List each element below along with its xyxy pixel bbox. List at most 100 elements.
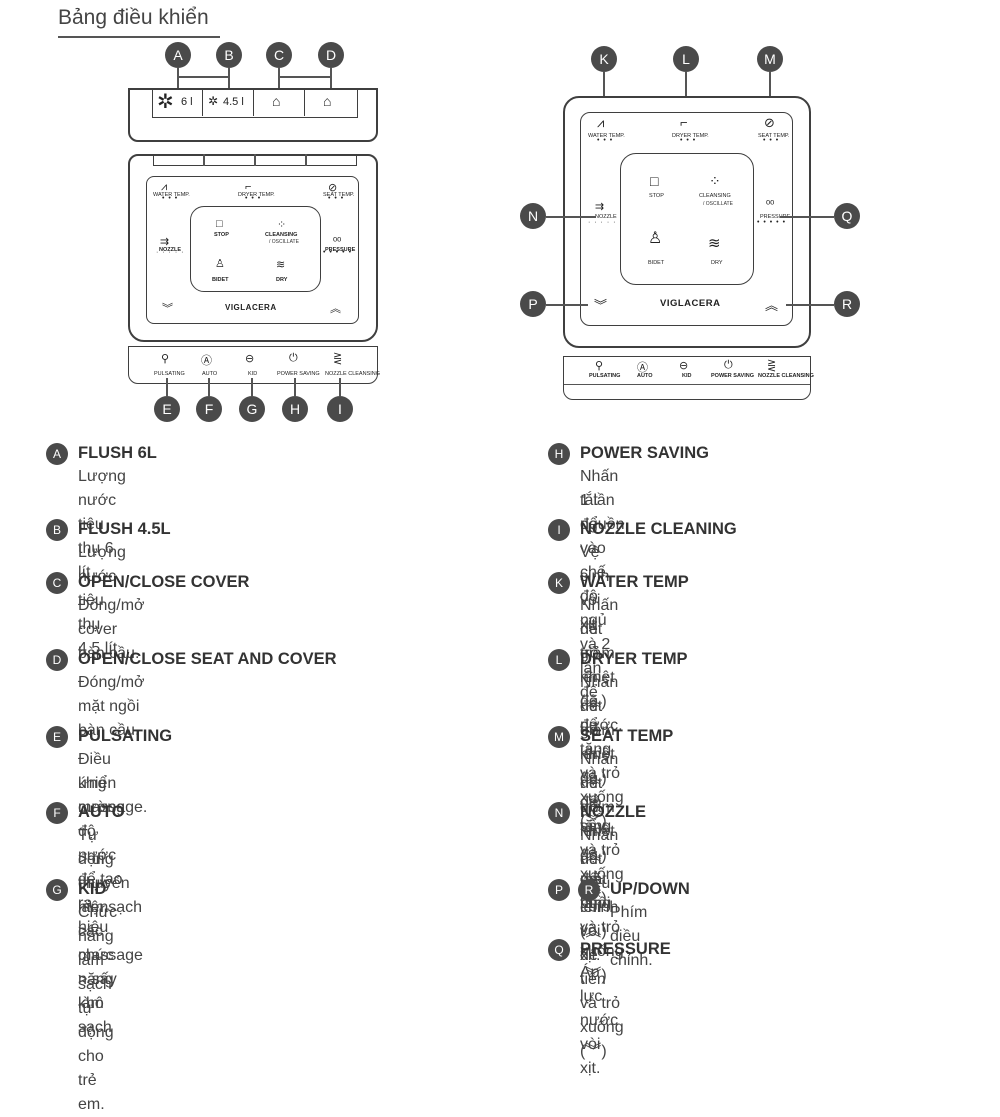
nozzle-dots: · · · · ·: [156, 249, 185, 256]
legend-badge-l: L: [548, 649, 570, 671]
auto-icon[interactable]: Ⓐ: [201, 355, 212, 367]
open-close-seat-cover-button[interactable]: ⌂: [305, 88, 357, 116]
callout-m: M: [757, 46, 783, 72]
cleansing-icon[interactable]: ⁘: [709, 173, 721, 189]
pulsating-icon[interactable]: ⚲: [161, 353, 170, 365]
kid-label: KID: [248, 371, 258, 377]
water-temp-label: WATER TEMP.: [588, 133, 625, 139]
legend-description: Lượng nước tiêu thụ 4.5 lít: [78, 544, 126, 657]
flush-6l-button[interactable]: ✲ 6 l: [153, 88, 203, 116]
nozzle-label: NOZZLE: [159, 247, 181, 253]
leader-b: [228, 68, 230, 90]
dry-icon[interactable]: ≋: [276, 259, 286, 271]
leader-d: [330, 68, 332, 90]
nozzle-cleansing-label: NOZZLE CLEANSING: [325, 371, 381, 377]
bidet-icon[interactable]: ♙: [215, 258, 225, 270]
up-chevron-icon[interactable]: ︽: [765, 298, 779, 313]
dryer-temp-icon: ⌐: [680, 115, 688, 130]
callout-n: N: [520, 203, 546, 229]
stop-label: STOP: [649, 193, 664, 199]
legend-badge-i: I: [548, 519, 570, 541]
auto-icon[interactable]: Ⓐ: [637, 362, 648, 374]
seat-temp-dots: • • •: [763, 137, 780, 144]
legend-description: Chức năng làm sạch tự động cho trẻ em.: [78, 904, 118, 1113]
pressure-label: PRESSURE: [325, 247, 356, 253]
legend-description: Đóng/mở cover bàn cầu.: [78, 597, 145, 662]
nozzle-cleansing-icon[interactable]: ⋛: [767, 360, 777, 372]
power-saving-icon[interactable]: ⏻: [724, 359, 733, 371]
nozzle-cleansing-label: NOZZLE CLEANSING: [758, 373, 814, 379]
kid-icon[interactable]: ⊖: [679, 360, 689, 372]
dryer-temp-icon: ⌐: [245, 181, 252, 193]
right-bottom-bar-divider: [564, 384, 810, 385]
leader-e: [166, 378, 168, 396]
callout-k: K: [591, 46, 617, 72]
legend-description: Đóng/mở mặt ngồi bàn cầu.: [78, 674, 145, 739]
pressure-dots: • • • • •: [323, 249, 353, 256]
kid-icon[interactable]: ⊖: [245, 353, 255, 365]
legend-description: Phím điều chỉnh.: [610, 904, 653, 969]
leader-m: [769, 72, 771, 114]
open-close-cover-button[interactable]: ⌂: [254, 88, 305, 116]
power-saving-icon[interactable]: ⏻: [289, 352, 298, 364]
down-chevron-icon[interactable]: ︾: [594, 298, 608, 313]
callout-e: E: [154, 396, 180, 422]
leader-k: [603, 72, 605, 114]
legend-heading: DRYER TEMP: [580, 650, 688, 668]
bidet-icon[interactable]: ♙: [648, 230, 663, 247]
flush-45l-button[interactable]: ✲ 4.5 l: [203, 88, 254, 116]
leader-q: [780, 216, 834, 218]
water-temp-label: WATER TEMP.: [153, 192, 190, 198]
legend-heading: NOZZLE: [580, 803, 646, 821]
legend-description: > di chuyển làm sạch > massage > sấy khô: [78, 851, 143, 1012]
oscillate-label: / OSCILLATE: [269, 239, 299, 245]
pulsating-label: PULSATING: [589, 373, 621, 379]
kid-label: KID: [682, 373, 692, 379]
legend-description: Nhấn nút trỏ lên (︽) để tăng và trỏ xuốn…: [580, 597, 624, 830]
cleansing-label: CLEANSING: [265, 232, 298, 238]
up-chevron-icon[interactable]: ︽: [330, 303, 341, 315]
fan-small-icon: ✲: [208, 94, 219, 108]
down-chevron-icon[interactable]: ︾: [162, 303, 173, 315]
legend-badge-b: B: [46, 519, 68, 541]
legend-heading: UP/DOWN: [610, 880, 690, 898]
legend-badge-q: Q: [548, 939, 570, 961]
oscillate-label: / OSCILLATE: [703, 201, 733, 207]
callout-q: Q: [834, 203, 860, 229]
stop-icon[interactable]: □: [216, 218, 223, 230]
legend-description: Áp lực nước vòi xịt.: [580, 964, 619, 1077]
seat-temp-dots: • • •: [328, 195, 345, 202]
leader-n: [546, 216, 596, 218]
seat-temp-icon: ⊘: [328, 182, 338, 194]
right-center-pad: [620, 153, 754, 285]
pressure-icon: ᵒᵒ: [333, 235, 342, 247]
nozzle-icon: ⇉: [160, 236, 170, 248]
nozzle-dots: · · · · ·: [588, 219, 617, 226]
legend-description: Nhấn nút trỏ lên (︽) để tăng và trỏ xuốn…: [580, 674, 624, 907]
water-temp-icon: ⩘: [161, 181, 168, 193]
legend-heading: AUTO: [78, 803, 125, 821]
cleansing-icon[interactable]: ⁘: [277, 219, 287, 231]
dry-label: DRY: [711, 260, 723, 266]
callout-p: P: [520, 291, 546, 317]
legend-heading: KID: [78, 880, 107, 898]
nozzle-cleansing-icon[interactable]: ⋛: [333, 353, 343, 365]
power-saving-label: POWER SAVING: [711, 373, 754, 379]
pressure-label: PRESSURE: [760, 214, 791, 220]
bidet-label: BIDET: [648, 260, 665, 266]
pulsating-icon[interactable]: ⚲: [595, 360, 604, 372]
legend-badge-c: C: [46, 572, 68, 594]
tab-divider: [305, 154, 307, 166]
leader-g: [251, 378, 253, 396]
dry-icon[interactable]: ≋: [708, 235, 721, 252]
auto-label: AUTO: [637, 373, 653, 379]
legend-heading: SEAT TEMP: [580, 727, 674, 745]
callout-b: B: [216, 42, 242, 68]
legend-heading: POWER SAVING: [580, 444, 709, 462]
callout-h: H: [282, 396, 308, 422]
pressure-icon: ᵒᵒ: [766, 198, 775, 210]
stop-icon[interactable]: □: [650, 173, 659, 189]
page-title: Bảng điều khiển: [58, 6, 209, 29]
fan-icon: ✲: [157, 91, 174, 113]
cover-icon: ⌂: [272, 93, 281, 109]
